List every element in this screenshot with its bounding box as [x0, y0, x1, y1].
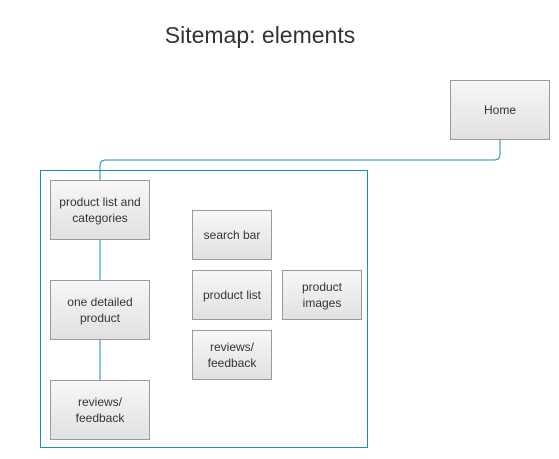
- product-images-element[interactable]: product images: [282, 270, 362, 320]
- connector-home-to-product-list: [99, 140, 501, 180]
- product-list-categories-node[interactable]: product list and categories: [50, 180, 150, 240]
- page-title: Sitemap: elements: [164, 22, 356, 48]
- one-detailed-product-node[interactable]: one detailed product: [50, 280, 150, 340]
- reviews-feedback-node[interactable]: reviews/ feedback: [50, 380, 150, 440]
- reviews-feedback-element[interactable]: reviews/ feedback: [192, 330, 272, 380]
- search-bar-element[interactable]: search bar: [192, 210, 272, 260]
- home-node[interactable]: Home: [450, 80, 550, 140]
- elements-group-frame: [40, 170, 368, 448]
- product-list-element[interactable]: product list: [192, 270, 272, 320]
